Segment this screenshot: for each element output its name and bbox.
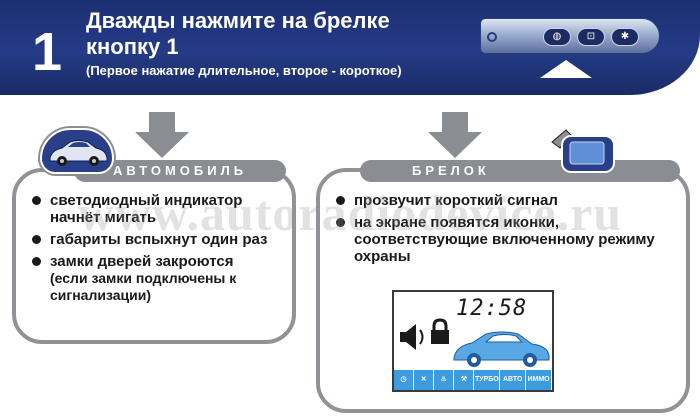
horn-icon [400,324,424,350]
tools-icon: ✕ [414,370,435,390]
item-text: габариты вспыхнут один раз [50,231,268,248]
title-line-2: кнопку 1 [86,34,179,59]
list-item: прозвучит короткий сигнал [332,192,676,209]
arrow-shaft [442,112,468,134]
key-fob-icon: ◍ ⊡ ✱ [480,18,660,54]
lcd-icon-row: ◷ ✕ ♨ ⚒ ТУРБО АВТО ИММО [394,370,552,390]
item-text: на экране появятся иконки, соответствующ… [354,214,655,265]
item-text: замки дверей закроются [50,253,234,270]
car-panel-label: АВТОМОБИЛЬ [74,160,286,182]
press-arrow-icon [540,60,592,78]
watermark: www.autoradiodevice.ru [77,185,623,241]
bullet-icon [336,196,345,205]
arrow-head [428,132,482,158]
arrow-down-right-icon [428,112,482,160]
lcd-art [400,318,550,367]
fob-button-2-icon: ⊡ [577,28,605,46]
bullet-icon [32,257,41,266]
item-note: (если замки подключены к сигнализации) [50,270,237,303]
bullet-icon [32,196,41,205]
lcd-time: 12:58 [456,296,528,321]
item-text: светодиодный индикатор начнёт мигать [50,192,243,226]
car-panel: АВТОМОБИЛЬ светодиодный индикатор начнёт… [12,160,296,344]
step-number: 1 [31,22,63,82]
fob-button-3-icon: ✱ [611,28,639,46]
arrow-head [135,132,189,158]
remote-icon [551,129,615,173]
wrench-icon: ⚒ [454,370,475,390]
arrow-down-left-icon [135,112,189,160]
subtitle: (Первое нажатие длительное, второе - кор… [86,63,402,78]
heater-icon: ♨ [434,370,455,390]
car-panel-list: светодиодный индикатор начнёт мигать габ… [28,192,282,309]
title-line-1: Дважды нажмите на брелке [86,8,390,33]
list-item: светодиодный индикатор начнёт мигать [28,192,282,226]
lcd-display: 12:58 ◷ ✕ ♨ ⚒ ТУРБО АВТО ИММО [392,290,554,392]
arrow-shaft [149,112,175,134]
turbo-icon: ТУРБО [474,370,501,390]
fob-panel-label: БРЕЛОК [360,160,680,182]
fob-ring-icon [487,32,497,42]
bullet-icon [336,218,345,227]
item-text: прозвучит короткий сигнал [354,192,558,209]
car-lcd-icon [453,331,550,367]
car-shape-icon [49,140,108,166]
fob-button-1-icon: ◍ [543,28,571,46]
bullet-icon [32,235,41,244]
lock-icon [431,318,449,344]
auto-icon: АВТО [500,370,527,390]
immo-icon: ИММО [526,370,552,390]
list-item: на экране появятся иконки, соответствующ… [332,214,676,265]
clock-icon: ◷ [394,370,415,390]
fob-panel-list: прозвучит короткий сигнал на экране появ… [332,192,676,270]
list-item: замки дверей закроются (если замки подкл… [28,253,282,304]
car-icon [40,128,114,174]
list-item: габариты вспыхнут один раз [28,231,282,248]
header-band: 1 Дважды нажмите на брелке кнопку 1 (Пер… [0,0,700,100]
